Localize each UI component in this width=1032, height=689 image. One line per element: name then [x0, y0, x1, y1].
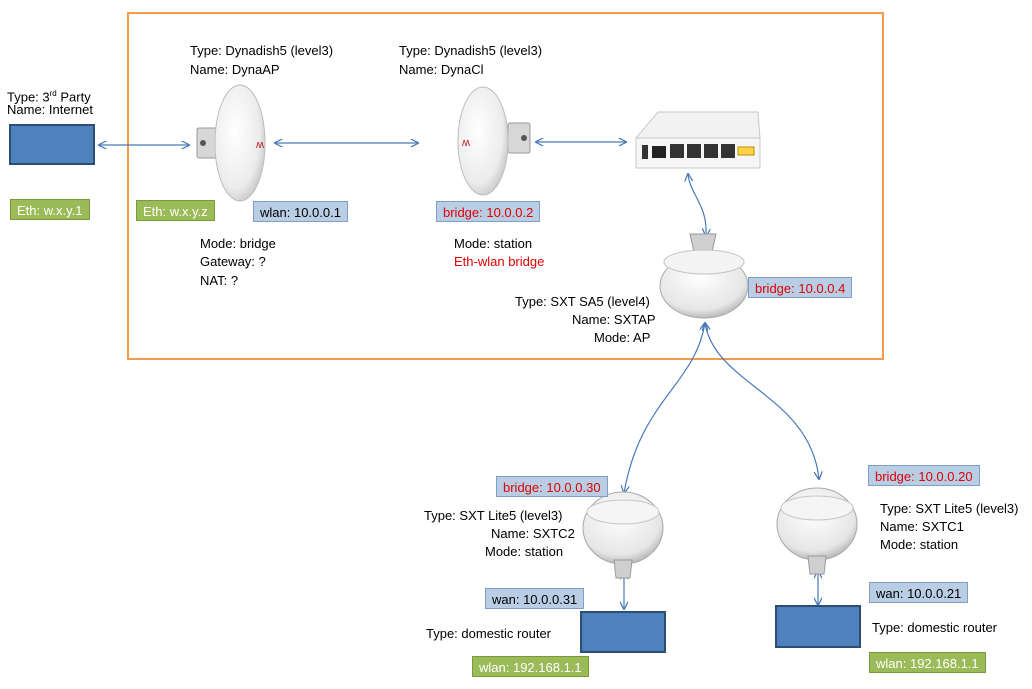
link-sxtap-sxtc1: [705, 323, 819, 479]
sxtap-type-line: Type: SXT SA5 (level4): [515, 294, 650, 309]
dynacl-bridge-label: bridge: 10.0.0.2: [436, 201, 541, 222]
dynacl-type-line: Type: Dynadish5 (level3): [399, 43, 543, 58]
sxtc2-type-line: Type: SXT Lite5 (level3): [424, 508, 563, 523]
sxtc2-wan-label: wan: 10.0.0.31: [485, 588, 585, 609]
sxtc2-name-line: Name: SXTC2: [491, 526, 575, 541]
svg-text:ʍ: ʍ: [256, 139, 264, 151]
dynacl-name-line: Name: DynaCl: [399, 62, 484, 77]
sxtc1-name-line: Name: SXTC1: [880, 519, 964, 534]
dynacl-mode-line: Mode: station: [454, 236, 533, 251]
sxtc2-bridge-label: bridge: 10.0.0.30: [496, 476, 608, 497]
dynaap-eth-label: Eth: w.x.y.z: [136, 200, 215, 221]
sxtc1-bridge-label: bridge: 10.0.0.20: [868, 465, 980, 486]
dynadish-ap-icon: ʍ: [196, 84, 266, 202]
connection-arrows: [99, 142, 819, 609]
sxtc1-wlan-label: wlan: 192.168.1.1: [869, 652, 986, 673]
internet-name-line: Name: Internet: [7, 102, 93, 117]
internet-type-line: Type: 3rd Party: [7, 89, 91, 105]
local-network-frame: [127, 12, 884, 360]
dynacl-note-line: Eth-wlan bridge: [454, 254, 545, 269]
dynaap-gateway-line: Gateway: ?: [200, 254, 266, 269]
dynaap-nat-line: NAT: ?: [200, 273, 239, 288]
link-switch-sxtap: [688, 174, 706, 236]
sxtc1-wan-label: wan: 10.0.0.21: [869, 582, 969, 603]
sxtc1-mode-line: Mode: station: [880, 537, 959, 552]
dynaap-wlan-label: wlan: 10.0.0.1: [253, 201, 348, 222]
link-sxtap-sxtc2: [624, 323, 705, 493]
sxtc2-wlan-label: wlan: 192.168.1.1: [472, 656, 589, 677]
sxtc1-type-line: Type: SXT Lite5 (level3): [880, 501, 1019, 516]
sxtap-mode-line: Mode: AP: [594, 330, 651, 345]
dynaap-mode-line: Mode: bridge: [200, 236, 276, 251]
sxt-lite5-c1-icon: [776, 487, 858, 575]
dynaap-name-line: Name: DynaAP: [190, 62, 280, 77]
internet-node-box: [9, 124, 95, 165]
sxtc2-router-type: Type: domestic router: [426, 626, 551, 641]
sxt-sa5-icon: [659, 233, 749, 319]
sxtap-bridge-label: bridge: 10.0.0.4: [748, 277, 853, 298]
sxt-lite5-c2-icon: [582, 491, 664, 579]
sxtap-name-line: Name: SXTAP: [572, 312, 656, 327]
internet-eth-label: Eth: w.x.y.1: [10, 199, 90, 220]
svg-text:ʍ: ʍ: [462, 137, 470, 149]
sxtc2-mode-line: Mode: station: [485, 544, 564, 559]
sxtc1-router-type: Type: domestic router: [872, 620, 997, 635]
poe-switch-icon: [634, 111, 761, 169]
sxtc2-router-box: [580, 611, 666, 653]
sxtc1-router-box: [775, 605, 861, 648]
dynadish-client-icon: ʍ: [457, 86, 531, 196]
dynaap-type-line: Type: Dynadish5 (level3): [190, 43, 334, 58]
